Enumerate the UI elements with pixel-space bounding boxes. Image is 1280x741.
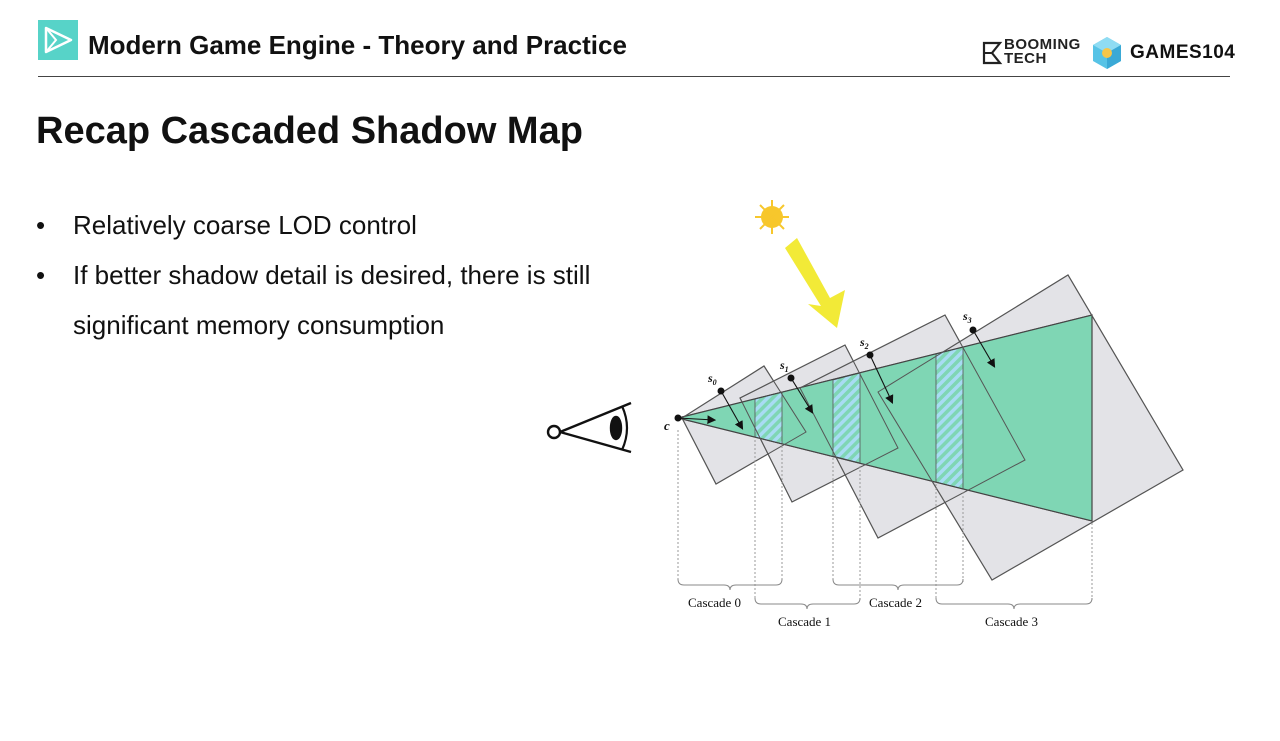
cascade-label-1: Cascade 1 <box>778 614 831 629</box>
cascade-box-outline-3 <box>877 274 1184 581</box>
brand-tech: TECH <box>1004 50 1047 67</box>
bullet-marker: • <box>36 260 46 290</box>
slide-header: Modern Game Engine - Theory and Practice… <box>0 0 1280 78</box>
bullet-list: • Relatively coarse LOD control • If bet… <box>36 200 636 350</box>
blend-region-1 <box>832 372 861 464</box>
play-logo-icon <box>38 20 78 60</box>
split-points <box>717 326 996 430</box>
cascade-guides <box>677 430 1093 600</box>
course-title: Modern Game Engine - Theory and Practice <box>88 30 627 60</box>
cascade-region-3 <box>936 315 1092 521</box>
view-direction-arrow <box>677 415 717 425</box>
split-label-s1: s1 <box>779 358 789 374</box>
brace-cascade-3 <box>935 597 1093 610</box>
frustum-outline <box>677 314 1093 522</box>
brace-cascade-1 <box>754 597 861 610</box>
cascade-box-outline-0 <box>681 365 807 485</box>
cascade-braces <box>677 578 1093 610</box>
brace-cascade-2 <box>832 578 964 591</box>
blend-region-2 <box>935 346 964 490</box>
brand-booming: BOOMING <box>1004 36 1081 53</box>
split-label-s2: s2 <box>859 335 869 351</box>
cascade-regions <box>678 315 1092 521</box>
brand-games104: GAMES104 <box>1130 42 1236 63</box>
games104-cube-icon <box>1093 37 1121 69</box>
light-direction-arrow <box>785 238 845 328</box>
split-label-s3: s3 <box>962 309 972 325</box>
bullet-marker: • <box>36 210 46 240</box>
cascade-label-3: Cascade 3 <box>985 614 1038 629</box>
cascade-label-0: Cascade 0 <box>688 595 741 610</box>
split-label-s0: s0 <box>707 371 717 387</box>
header-divider <box>38 76 1230 77</box>
bullet-item: • If better shadow detail is desired, th… <box>36 250 663 350</box>
cascade-box-outline-1 <box>739 344 899 503</box>
bullet-item: • Relatively coarse LOD control <box>36 200 636 250</box>
brace-cascade-0 <box>677 578 783 591</box>
eye-icon <box>546 401 632 454</box>
sun-icon <box>755 200 789 234</box>
split-arrow-s0 <box>720 390 744 430</box>
cascade-label-2: Cascade 2 <box>869 595 922 610</box>
split-arrow-s3 <box>972 329 996 368</box>
split-arrow-s2 <box>869 354 894 404</box>
booming-tech-logo-icon <box>982 41 1003 65</box>
cascade-box-outlines <box>681 274 1184 581</box>
cascade-box-outline-2 <box>799 314 1026 539</box>
bullet-text: Relatively coarse LOD control <box>73 210 417 240</box>
camera-label: c <box>664 418 670 433</box>
slide-title: Recap Cascaded Shadow Map <box>36 110 583 152</box>
booming-tech-wordmark: BOOMING TECH <box>1004 36 1081 67</box>
bullet-text: If better shadow detail is desired, ther… <box>73 260 591 340</box>
split-arrow-s1 <box>790 377 814 414</box>
